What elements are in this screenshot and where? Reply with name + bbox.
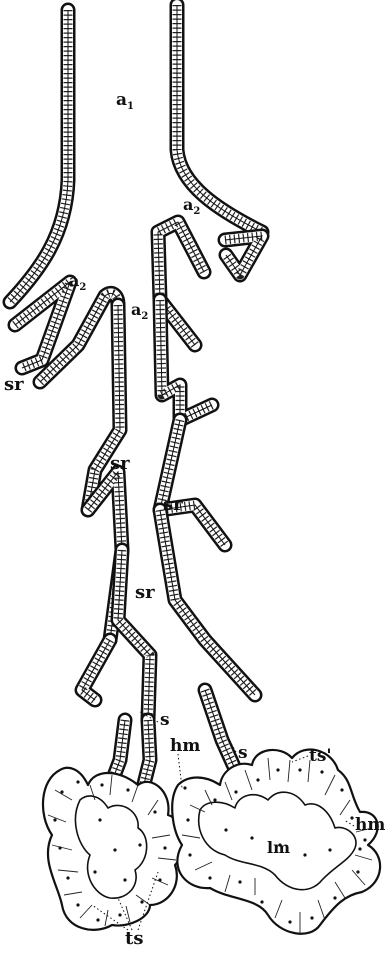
nucleus-20 (188, 853, 191, 856)
trunk-left-wall-fill (10, 10, 68, 302)
nucleus-25 (310, 916, 313, 919)
sr-lower-right (160, 510, 255, 695)
nucleus-26 (333, 896, 336, 899)
label-a2-middle: a2 (131, 300, 148, 322)
label-sr-lower: sr (135, 582, 155, 603)
label-sr-left: sr (4, 374, 24, 395)
label-hm-right: hm (355, 815, 385, 835)
middle-right-duct (160, 300, 212, 420)
nucleus-27 (356, 870, 359, 873)
nucleus-40 (303, 853, 306, 856)
label-a1: a1 (116, 90, 134, 112)
label-sr-upper: sr (110, 453, 130, 474)
nucleus-34 (256, 778, 259, 781)
nucleus-5 (96, 918, 99, 921)
nucleus-4 (76, 903, 79, 906)
nucleus-32 (298, 768, 301, 771)
nucleus-30 (340, 788, 343, 791)
nucleus-11 (126, 788, 129, 791)
nucleus-12 (100, 783, 103, 786)
nucleus-6 (118, 913, 121, 916)
nucleus-15 (113, 848, 116, 851)
label-ts-bottom: ts (125, 928, 143, 949)
sr-lower-right-fill (160, 510, 255, 695)
nucleus-7 (140, 900, 143, 903)
label-s-right: s (238, 743, 248, 763)
nucleus-0 (60, 790, 63, 793)
nucleus-31 (320, 770, 323, 773)
sr-lower-left (82, 640, 110, 700)
label-sr-right: sr (163, 494, 183, 515)
nucleus-10 (153, 810, 156, 813)
nucleus-18 (138, 843, 141, 846)
nucleus-43 (183, 786, 186, 789)
nucleus-33 (276, 768, 279, 771)
nucleus-21 (208, 876, 211, 879)
nucleus-9 (163, 846, 166, 849)
nucleus-19 (186, 818, 189, 821)
nucleus-17 (123, 878, 126, 881)
duct-tubes (10, 5, 262, 800)
nucleus-37 (224, 828, 227, 831)
nucleus-36 (213, 798, 216, 801)
nucleus-1 (53, 818, 56, 821)
nucleus-23 (260, 900, 263, 903)
nucleus-3 (66, 876, 69, 879)
branch-a2-right-spur (225, 236, 262, 275)
label-lm: lm (267, 838, 290, 857)
nucleus-35 (234, 790, 237, 793)
nucleus-38 (250, 836, 253, 839)
nucleus-22 (238, 880, 241, 883)
nucleus-24 (288, 920, 291, 923)
sr-lower-center (118, 550, 150, 720)
middle-right-duct-outline (160, 300, 212, 420)
nucleus-16 (93, 870, 96, 873)
label-a2-left: a2 (69, 271, 86, 293)
label-hm-left: hm (170, 736, 200, 756)
label-ts-prime: ts' (309, 746, 332, 766)
nucleus-29 (350, 816, 353, 819)
nucleus-41 (328, 848, 331, 851)
nucleus-42 (358, 847, 361, 850)
nucleus-28 (363, 838, 366, 841)
nucleus-2 (58, 846, 61, 849)
terminal-lobes (43, 749, 380, 933)
nucleus-8 (158, 878, 161, 881)
trunk-left-wall (10, 10, 68, 302)
label-s-left: s (160, 710, 170, 730)
nucleus-14 (98, 818, 101, 821)
nucleus-13 (76, 780, 79, 783)
